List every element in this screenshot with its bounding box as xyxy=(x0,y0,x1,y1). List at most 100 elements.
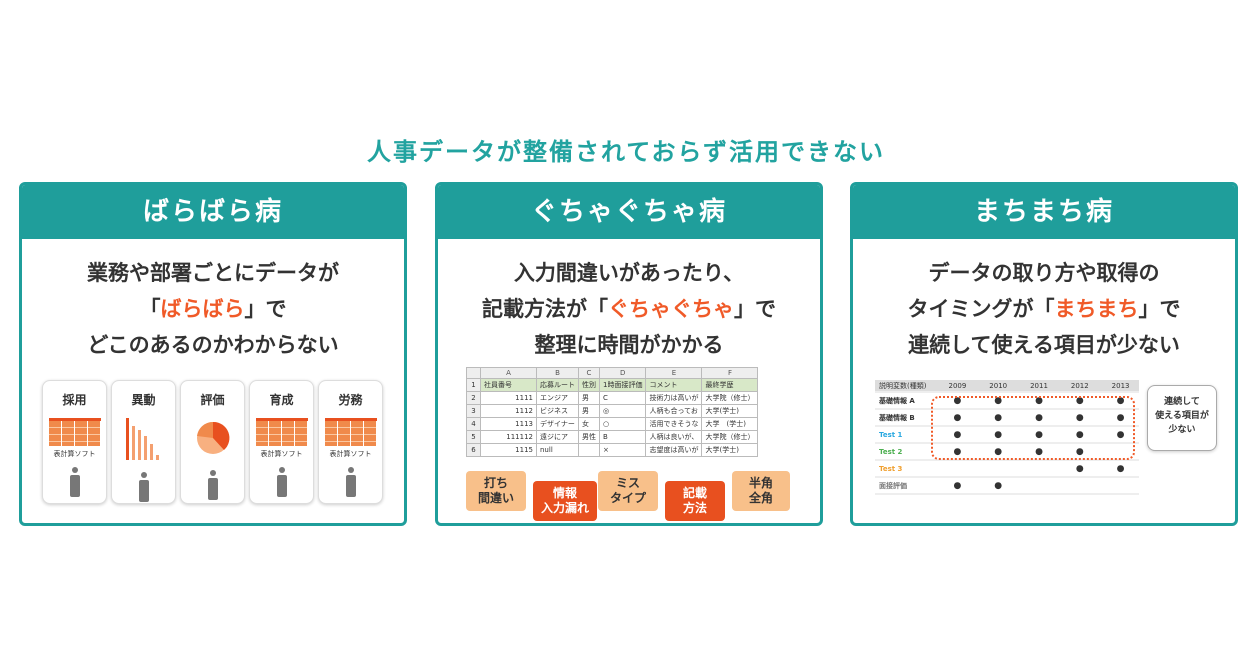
table-row: 基礎情報 B●●●●● xyxy=(875,409,1139,427)
corner xyxy=(466,367,481,379)
label: 育成 xyxy=(269,393,294,407)
cell: ○ xyxy=(598,417,647,431)
empty-cell xyxy=(1057,477,1099,495)
empty-cell xyxy=(935,460,976,478)
person-icon xyxy=(69,467,80,497)
cell: 1112 xyxy=(480,404,537,418)
cell: デザイナー xyxy=(536,417,579,431)
card-header: まちまち病 xyxy=(853,185,1235,239)
table-header: 2013 xyxy=(1098,380,1139,393)
system-bar: 異動 xyxy=(111,380,176,504)
data-dot: ● xyxy=(1016,426,1058,444)
data-dot: ● xyxy=(1057,426,1099,444)
bracket: 「 xyxy=(139,297,161,321)
desc-line: 「ばらばら」で xyxy=(22,291,404,327)
callout-text: 連続して 使える項目が 少ない xyxy=(1155,397,1209,435)
row-number: 4 xyxy=(466,417,481,431)
card-header: ばらばら病 xyxy=(22,185,404,239)
data-dot: ● xyxy=(1057,409,1099,427)
table-header: 2012 xyxy=(1057,380,1099,393)
card-machimachi: まちまち病 データの取り方や取得の タイミングが「まちまち」で 連続して使える項… xyxy=(850,182,1238,526)
desc-line: どこのあるのかわからない xyxy=(87,333,339,357)
desc-line: 業務や部署ごとにデータが xyxy=(87,261,339,285)
col-header: E xyxy=(645,367,703,379)
desc-line: データの取り方や取得の xyxy=(928,261,1160,285)
cell: 大学(学士) xyxy=(701,443,759,457)
continuous-range-highlight xyxy=(931,396,1135,460)
cell: 性別 xyxy=(578,378,600,392)
cell: × xyxy=(598,443,647,457)
card-barabara: ばらばら病 業務や部署ごとにデータが 「ばらばら」で どこのあるのかわからない … xyxy=(19,182,407,526)
data-dot: ● xyxy=(935,426,976,444)
table-row: 面接評価●● xyxy=(875,477,1139,495)
tag-format: 記載 方法 xyxy=(665,481,725,521)
tag-text: 半角 全角 xyxy=(748,476,773,505)
tag-missing: 情報 入力漏れ xyxy=(533,481,597,521)
label: 異動 xyxy=(131,393,156,407)
cell: 応募ルート xyxy=(536,378,579,392)
caption: 表計算ソフト xyxy=(53,450,96,458)
pie-chart-icon xyxy=(196,421,229,454)
row-number: 1 xyxy=(466,378,481,392)
cell: 大学院（修士） xyxy=(701,430,759,444)
desc-text: 」で xyxy=(244,297,287,321)
card-header: ぐちゃぐちゃ病 xyxy=(438,185,820,239)
desc-text: タイミングが「 xyxy=(907,297,1055,321)
empty-cell xyxy=(1016,477,1058,495)
table-row: Test 3●● xyxy=(875,460,1139,478)
empty-cell xyxy=(1098,477,1139,495)
table-header: 2009 xyxy=(935,380,976,393)
system-pie: 評価 xyxy=(180,380,245,504)
cell: 社員番号 xyxy=(480,378,537,392)
spreadsheet-icon xyxy=(324,418,377,446)
row-label: Test 2 xyxy=(875,443,935,461)
data-dot: ● xyxy=(1016,409,1058,427)
card-description: 業務や部署ごとにデータが 「ばらばら」で どこのあるのかわからない xyxy=(22,255,404,363)
data-dot: ● xyxy=(975,409,1017,427)
spreadsheet-icon xyxy=(255,418,308,446)
cell: 人柄は良いが、 xyxy=(645,430,703,444)
empty-cell xyxy=(1016,460,1058,478)
cell: 1115 xyxy=(480,443,537,457)
label: 採用 xyxy=(62,393,87,407)
cell: 男性 xyxy=(578,430,600,444)
cell: C xyxy=(598,391,647,405)
table-row: Test 1●●●●● xyxy=(875,426,1139,444)
cell: コメント xyxy=(645,378,703,392)
spreadsheet-icon xyxy=(48,418,101,446)
row-number: 5 xyxy=(466,430,481,444)
person-icon xyxy=(276,467,287,497)
cell: 1111 xyxy=(480,391,537,405)
card-guchagucha: ぐちゃぐちゃ病 入力間違いがあったり、 記載方法が「ぐちゃぐちゃ」で 整理に時間… xyxy=(435,182,823,526)
caption: 表計算ソフト xyxy=(329,450,372,458)
cell: 111112 xyxy=(480,430,537,444)
card-description: データの取り方や取得の タイミングが「まちまち」で 連続して使える項目が少ない xyxy=(853,255,1235,363)
row-label: Test 1 xyxy=(875,426,935,444)
person-icon xyxy=(138,472,149,502)
cell: ビジネス xyxy=(536,404,579,418)
tag-typo: 打ち 間違い xyxy=(466,471,526,511)
page-title: 人事データが整備されておらず活用できない xyxy=(366,138,886,166)
data-dot: ● xyxy=(1098,409,1139,427)
data-dot: ● xyxy=(935,409,976,427)
desc-line: 連続して使える項目が少ない xyxy=(908,333,1180,357)
col-header: B xyxy=(536,367,579,379)
data-dot: ● xyxy=(975,426,1017,444)
caption: 表計算ソフト xyxy=(260,450,303,458)
cell: 最終学歴 xyxy=(701,378,759,392)
cell: 男 xyxy=(578,391,600,405)
tag-text: ミス タイプ xyxy=(609,476,646,505)
system-table: 労務表計算ソフト xyxy=(318,380,383,504)
cell: 大学(学士) xyxy=(701,404,759,418)
person-icon xyxy=(207,470,218,500)
system-table: 採用表計算ソフト xyxy=(42,380,107,504)
table-header: 2010 xyxy=(975,380,1017,393)
row-label: 面接評価 xyxy=(875,477,935,495)
desc-text: 記載方法が「 xyxy=(482,297,608,321)
desc-text: 」で xyxy=(1138,297,1181,321)
cell: null xyxy=(536,443,579,457)
cell: 活用できそうな xyxy=(645,417,703,431)
row-label: Test 3 xyxy=(875,460,935,478)
